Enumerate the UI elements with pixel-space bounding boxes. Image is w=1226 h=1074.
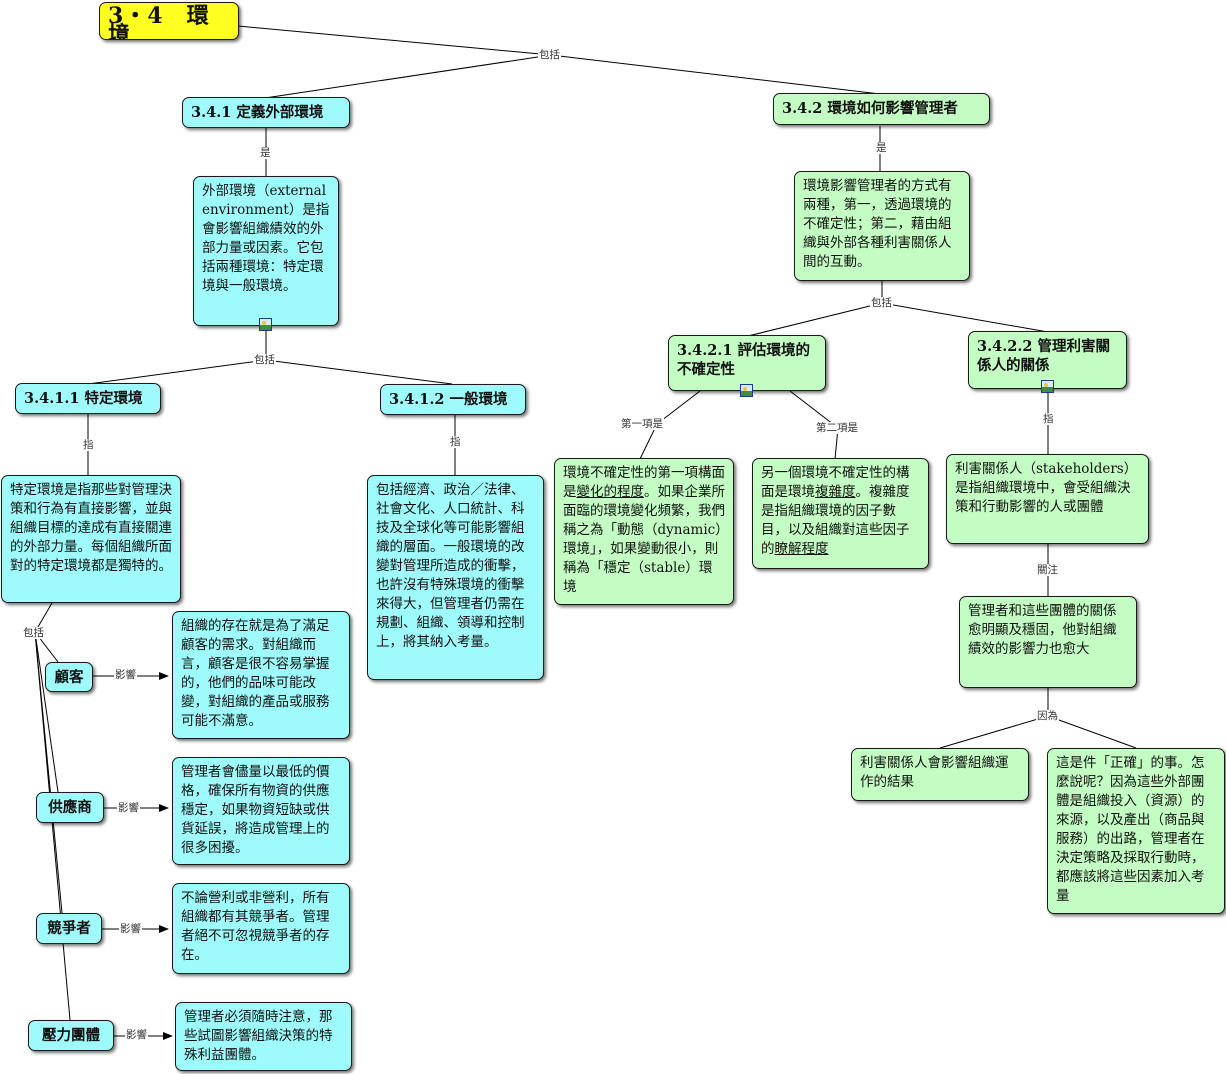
link-label-stake-concerns: 關注 (1036, 564, 1059, 576)
node-uncertainty-second-dimension[interactable]: 另一個環境不確定性的構面是環境複雜度。複雜度是指組織環境的因子數目，以及組織對這… (752, 458, 929, 569)
link-label-first-is: 第一項是 (620, 418, 664, 430)
link-label-stake-refers: 指 (1042, 413, 1055, 425)
node-pressure-groups[interactable]: 壓力團體 (28, 1020, 114, 1051)
node-supplier[interactable]: 供應商 (36, 792, 104, 823)
uncertainty-second-text-pre: 另一個環境不確定性的構面是環境 (761, 465, 910, 500)
link-label-def-is: 是 (259, 147, 272, 159)
uncertainty-first-text-post: 。如果企業所面臨的環境變化頻繁，我們稱之為「動態（dynamic）環境」，如果變… (563, 484, 725, 595)
link-label-ext-includes: 包括 (253, 354, 276, 366)
uncertainty-first-underlined: 變化的程度 (576, 484, 645, 500)
link-label-how-is: 是 (875, 142, 888, 154)
uncertainty-first-text-pre: 環境不確定性的第一項構面是 (563, 465, 725, 500)
node-define-external-environment[interactable]: 3.4.1 定義外部環境 (182, 97, 350, 128)
root-node[interactable]: 3・4 環境 (99, 2, 239, 40)
link-label-general-refers: 指 (449, 436, 462, 448)
node-general-environment[interactable]: 3.4.1.2 一般環境 (380, 384, 526, 415)
node-specific-environment-description[interactable]: 特定環境是指那些對管理決策和行為有直接影響，並與組織目標的達成有直接關連的外部力… (1, 475, 181, 603)
node-right-thing[interactable]: 這是件「正確」的事。怎麼說呢？因為這些外部團體是組織投入（資源）的來源，以及產出… (1047, 748, 1225, 914)
uncertainty-second-text-mid: 。複雜度是指組織環境的因子數目，以及組織對這些因子的 (761, 484, 910, 557)
node-stakeholder-result[interactable]: 利害關係人會影響組織運作的結果 (851, 748, 1029, 801)
uncertainty-second-underlined-complexity: 複雜度 (815, 484, 856, 500)
node-stakeholder-definition[interactable]: 利害關係人（stakeholders）是指組織環境中，會受組織決策和行動影響的人… (946, 454, 1149, 544)
node-customer[interactable]: 顧客 (45, 662, 93, 692)
node-competitor[interactable]: 競爭者 (36, 913, 102, 944)
link-label-because: 因為 (1036, 710, 1059, 722)
link-label-second-is: 第二項是 (815, 422, 859, 434)
link-label-how-includes: 包括 (870, 297, 893, 309)
link-label-customer-affects: 影響 (114, 669, 137, 681)
image-icon[interactable] (259, 318, 272, 331)
link-label-competitor-affects: 影響 (119, 923, 142, 935)
node-customer-description[interactable]: 組織的存在就是為了滿足顧客的需求。對組織而言，顧客是很不容易掌握的，他們的品味可… (172, 611, 350, 739)
node-how-affects-description[interactable]: 環境影響管理者的方式有兩種，第一，透過環境的不確定性；第二，藉由組織與外部各種利… (794, 171, 970, 281)
image-icon[interactable] (1041, 380, 1054, 393)
node-assess-environmental-uncertainty[interactable]: 3.4.2.1 評估環境的不確定性 (668, 335, 826, 391)
node-specific-environment[interactable]: 3.4.1.1 特定環境 (15, 383, 161, 414)
link-label-supplier-affects: 影響 (117, 802, 140, 814)
node-external-environment-description[interactable]: 外部環境（external environment）是指會影響組織績效的外部力量… (193, 176, 339, 326)
link-label-root-includes: 包括 (538, 49, 561, 61)
link-label-specific-refers: 指 (82, 439, 95, 451)
link-label-specific-includes: 包括 (22, 627, 45, 639)
node-pressure-groups-description[interactable]: 管理者必須隨時注意，那些試圖影響組織決策的特殊利益團體。 (175, 1002, 352, 1071)
node-competitor-description[interactable]: 不論營利或非營利，所有組織都有其競爭者。管理者絕不可忽視競爭者的存在。 (172, 883, 350, 974)
node-manage-stakeholder-relationships[interactable]: 3.4.2.2 管理利害關係人的關係 (968, 331, 1127, 389)
node-supplier-description[interactable]: 管理者會儘量以最低的價格，確保所有物資的供應穩定，如果物資短缺或供貨延誤，將造成… (172, 757, 350, 865)
image-icon[interactable] (740, 384, 753, 397)
node-stakeholder-concern[interactable]: 管理者和這些團體的關係愈明顯及穩固，他對組織績效的影響力也愈大 (959, 596, 1137, 688)
node-uncertainty-first-dimension[interactable]: 環境不確定性的第一項構面是變化的程度。如果企業所面臨的環境變化頻繁，我們稱之為「… (554, 458, 734, 605)
uncertainty-second-underlined-understanding: 瞭解程度 (774, 541, 829, 557)
link-label-pressure-affects: 影響 (125, 1029, 148, 1041)
node-general-environment-description[interactable]: 包括經濟、政治／法律、社會文化、人口統計、科技及全球化等可能影響組織的層面。一般… (367, 475, 544, 680)
external-environment-description-text: 外部環境（external environment）是指會影響組織績效的外部力量… (202, 183, 330, 294)
node-how-environment-affects-managers[interactable]: 3.4.2 環境如何影響管理者 (773, 93, 990, 125)
